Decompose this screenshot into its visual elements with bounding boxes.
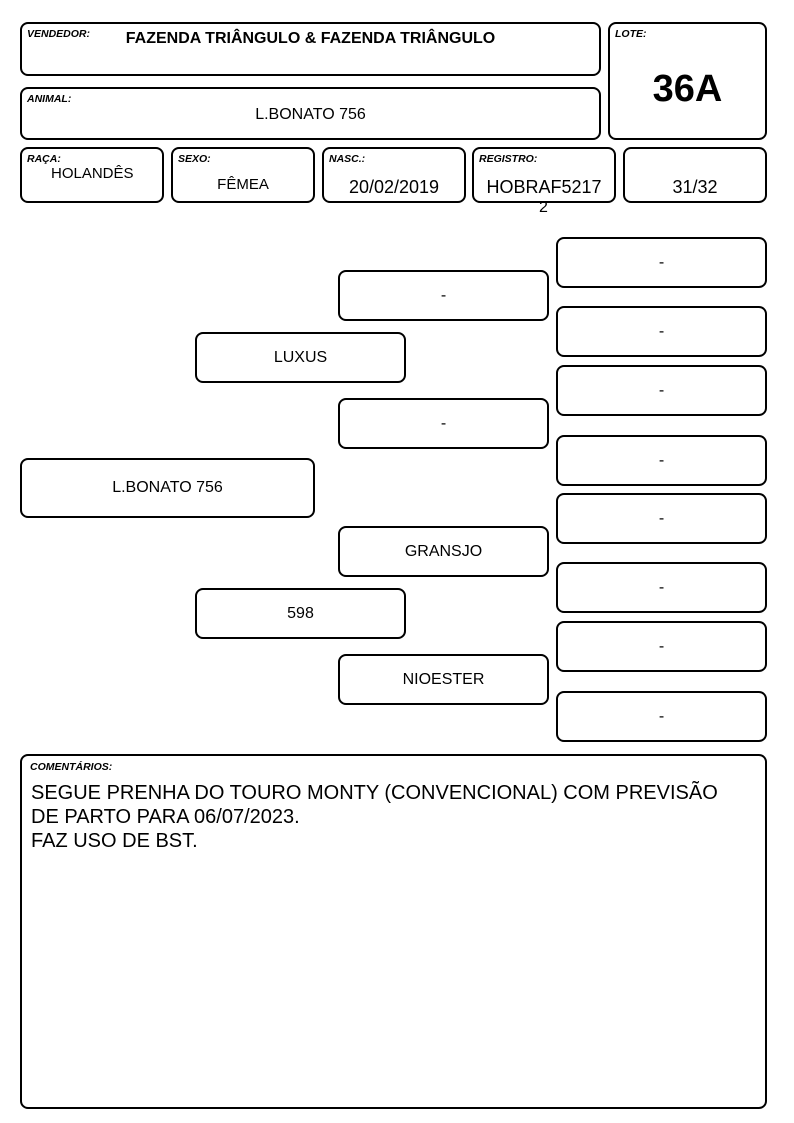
- comment-line-1: SEGUE PRENHA DO TOURO MONTY (CONVENCIONA…: [31, 782, 718, 804]
- pedigree-sire-sire: -: [338, 270, 549, 321]
- vendedor-value: FAZENDA TRIÂNGULO & FAZENDA TRIÂNGULO: [125, 30, 496, 47]
- pedigree-ggp-2: -: [556, 306, 767, 357]
- nasc-box: NASC.: 20/02/2019: [322, 147, 466, 203]
- sexo-label: SEXO:: [178, 153, 211, 165]
- pedigree-ggp-8-name: -: [658, 707, 665, 725]
- pedigree-ggp-4-name: -: [658, 451, 665, 469]
- pedigree-ggp-4: -: [556, 435, 767, 486]
- pedigree-ggp-1: -: [556, 237, 767, 288]
- pedigree-ggp-6-name: -: [658, 578, 665, 596]
- pedigree-ggp-7: -: [556, 621, 767, 672]
- animal-label: ANIMAL:: [27, 93, 72, 105]
- pedigree-sire-dam-name: -: [440, 414, 447, 432]
- raca-label: RAÇA:: [27, 153, 61, 165]
- registro-value: HOBRAF5217: [486, 177, 602, 197]
- comments-label: COMENTÁRIOS:: [30, 761, 113, 773]
- nasc-value: 20/02/2019: [348, 177, 440, 197]
- sexo-box: SEXO: FÊMEA: [171, 147, 315, 203]
- pedigree-dam-sire-name: GRANSJO: [404, 542, 483, 560]
- lote-value: 36A: [652, 68, 723, 110]
- pedigree-ggp-3: -: [556, 365, 767, 416]
- pedigree-animal-name: L.BONATO 756: [112, 479, 223, 496]
- registro-label: REGISTRO:: [479, 153, 538, 165]
- registro-box: REGISTRO: HOBRAF5217: [472, 147, 616, 203]
- pedigree-ggp-7-name: -: [658, 637, 665, 655]
- pedigree-sire-sire-name: -: [440, 286, 447, 304]
- vendedor-label: VENDEDOR:: [27, 28, 91, 40]
- pedigree-ggp-5: -: [556, 493, 767, 544]
- nasc-label: NASC.:: [329, 153, 366, 165]
- pedigree-dam-dam-name: NIOESTER: [402, 670, 485, 688]
- pedigree-dam-name: 598: [287, 604, 314, 622]
- vendedor-box: VENDEDOR: FAZENDA TRIÂNGULO & FAZENDA TR…: [20, 22, 601, 76]
- pedigree-sire-name: LUXUS: [273, 348, 328, 366]
- lote-label: LOTE:: [615, 28, 647, 40]
- comments-box: COMENTÁRIOS: SEGUE PRENHA DO TOURO MONTY…: [20, 754, 767, 1109]
- pedigree-ggp-5-name: -: [658, 509, 665, 527]
- animal-box: ANIMAL: L.BONATO 756: [20, 87, 601, 140]
- grau-value: 31/32: [672, 177, 718, 197]
- animal-value: L.BONATO 756: [255, 106, 366, 123]
- sexo-value: FÊMEA: [217, 176, 269, 193]
- pedigree-ggp-2-name: -: [658, 322, 665, 340]
- pedigree-dam-sire: GRANSJO: [338, 526, 549, 577]
- pedigree-dam-dam: NIOESTER: [338, 654, 549, 705]
- grau-box: 31/32: [623, 147, 767, 203]
- comment-line-3: FAZ USO DE BST.: [31, 830, 198, 852]
- raca-value: HOLANDÊS: [51, 165, 134, 182]
- registro-value-overflow: 2: [539, 199, 548, 216]
- pedigree-sire: LUXUS: [195, 332, 406, 383]
- pedigree-animal: L.BONATO 756: [20, 458, 315, 518]
- pedigree-sire-dam: -: [338, 398, 549, 449]
- comment-line-2: DE PARTO PARA 06/07/2023.: [31, 806, 300, 828]
- pedigree-ggp-8: -: [556, 691, 767, 742]
- pedigree-dam: 598: [195, 588, 406, 639]
- lote-box: LOTE: 36A: [608, 22, 767, 140]
- pedigree-ggp-3-name: -: [658, 381, 665, 399]
- pedigree-ggp-6: -: [556, 562, 767, 613]
- comments-text: SEGUE PRENHA DO TOURO MONTY (CONVENCIONA…: [31, 781, 757, 853]
- raca-box: RAÇA: HOLANDÊS: [20, 147, 164, 203]
- pedigree-ggp-1-name: -: [658, 253, 665, 271]
